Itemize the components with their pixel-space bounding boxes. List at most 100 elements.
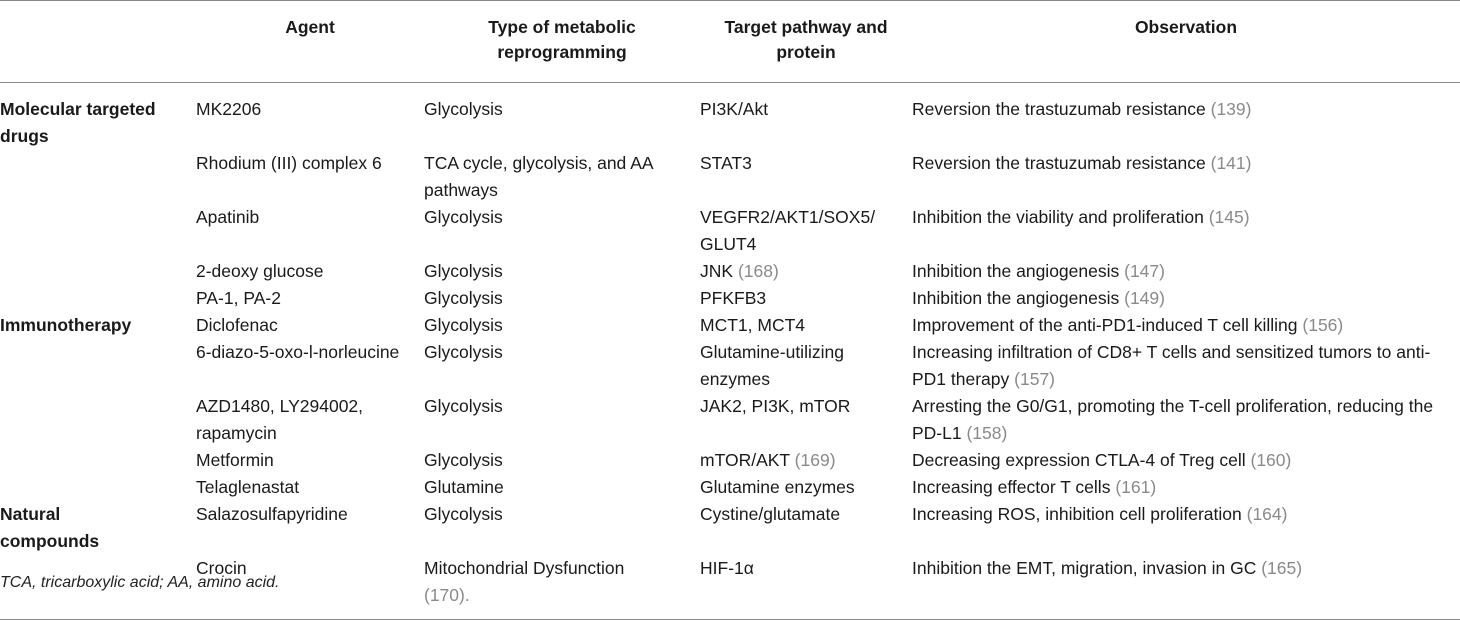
cell-category-text: Molecular targeted drugs xyxy=(0,99,156,146)
cell-type: Glycolysis xyxy=(424,447,700,474)
table-row: AZD1480, LY294002, rapamycin Glycolysis JA… xyxy=(0,393,1460,447)
header-observation: Observation xyxy=(1134,17,1238,37)
cell-observation-text: Increasing ROS, inhibition cell prolifer… xyxy=(912,504,1242,524)
observation-reference-link[interactable]: (158) xyxy=(966,423,1008,443)
observation-reference-link[interactable]: (145) xyxy=(1208,207,1250,227)
observation-reference-link[interactable]: (165) xyxy=(1261,558,1303,578)
cell-type: Glycolysis xyxy=(424,258,700,285)
cell-type-text: Glycolysis xyxy=(424,261,503,281)
cell-type-text: Glycolysis xyxy=(424,342,503,362)
cell-observation-text: Inhibition the angiogenesis xyxy=(912,261,1120,281)
cell-category xyxy=(0,258,196,285)
observation-reference-link[interactable]: (139) xyxy=(1210,99,1252,119)
cell-observation: Increasing infiltration of CD8+ T cells … xyxy=(912,339,1460,393)
cell-agent: Metformin xyxy=(196,447,424,474)
cell-category xyxy=(0,474,196,501)
cell-agent-text: Apatinib xyxy=(196,207,260,227)
cell-observation-text: Inhibition the EMT, migration, invasion … xyxy=(912,558,1257,578)
cell-type-text: Glycolysis xyxy=(424,315,503,335)
cell-type: Glycolysis xyxy=(424,393,700,447)
cell-target-text: JAK2, PI3K, mTOR xyxy=(700,396,851,416)
type-reference-link[interactable]: (170). xyxy=(424,585,470,605)
cell-type-text: Glutamine xyxy=(424,477,504,497)
cell-category-text: Immunotherapy xyxy=(0,315,132,335)
cell-category: Molecular targeted drugs xyxy=(0,83,196,151)
target-reference-link[interactable]: (168) xyxy=(737,261,779,281)
cell-type: Glycolysis xyxy=(424,339,700,393)
cell-agent: MK2206 xyxy=(196,83,424,151)
target-reference-link[interactable]: (169) xyxy=(794,450,836,470)
cell-type-text: Glycolysis xyxy=(424,504,503,524)
cell-category-text: Natural compounds xyxy=(0,504,100,551)
cell-observation-text: Arresting the G0/G1, promoting the T-cel… xyxy=(912,396,1434,443)
cell-type: Glycolysis xyxy=(424,285,700,312)
cell-agent: Salazosulfapyridine xyxy=(196,501,424,555)
cell-agent: PA-1, PA-2 xyxy=(196,285,424,312)
cell-target: PI3K/Akt xyxy=(700,83,912,151)
cell-agent-text: Rhodium (III) complex 6 xyxy=(196,153,382,173)
cell-target: Glutamine-utilizing enzymes xyxy=(700,339,912,393)
cell-observation: Increasing effector T cells (161) xyxy=(912,474,1460,501)
table-row: Rhodium (III) complex 6 TCA cycle, glycol… xyxy=(0,150,1460,204)
cell-observation-text: Inhibition the angiogenesis xyxy=(912,288,1120,308)
cell-agent: Telaglenastat xyxy=(196,474,424,501)
observation-reference-link[interactable]: (156) xyxy=(1302,315,1344,335)
cell-type: Mitochondrial Dysfunction (170). xyxy=(424,555,700,620)
observation-reference-link[interactable]: (157) xyxy=(1014,369,1056,389)
cell-type: Glycolysis xyxy=(424,312,700,339)
cell-type: Glycolysis xyxy=(424,501,700,555)
cell-agent-text: Crocin xyxy=(196,558,247,578)
cell-agent-text: Metformin xyxy=(196,450,274,470)
cell-type-text: Glycolysis xyxy=(424,396,503,416)
header-target-text: Target pathway and protein xyxy=(724,17,888,62)
header-type-text: Type of metabolic reprogramming xyxy=(488,17,636,62)
table-header: Agent Type of metabolic reprogramming Ta… xyxy=(0,0,1460,83)
cell-type-text: Mitochondrial Dysfunction xyxy=(424,558,625,578)
cell-target: JNK (168) xyxy=(700,258,912,285)
cell-target: Cystine/glutamate xyxy=(700,501,912,555)
cell-target: STAT3 xyxy=(700,150,912,204)
cell-target: VEGFR2/AKT1/SOX5/ GLUT4 xyxy=(700,204,912,258)
observation-reference-link[interactable]: (141) xyxy=(1210,153,1252,173)
observation-reference-link[interactable]: (164) xyxy=(1246,504,1288,524)
cell-observation: Increasing ROS, inhibition cell prolifer… xyxy=(912,501,1460,555)
cell-type: Glycolysis xyxy=(424,83,700,151)
cell-observation: Decreasing expression CTLA-4 of Treg cel… xyxy=(912,447,1460,474)
cell-category xyxy=(0,339,196,393)
cell-observation-text: Improvement of the anti-PD1-induced T ce… xyxy=(912,315,1298,335)
cell-agent: AZD1480, LY294002, rapamycin xyxy=(196,393,424,447)
cell-category: Immunotherapy xyxy=(0,312,196,339)
cell-target: JAK2, PI3K, mTOR xyxy=(700,393,912,447)
cell-target-text: HIF-1α xyxy=(700,558,754,578)
cell-agent: Apatinib xyxy=(196,204,424,258)
cell-target-text: STAT3 xyxy=(700,153,752,173)
cell-observation-text: Increasing effector T cells xyxy=(912,477,1111,497)
observation-reference-link[interactable]: (147) xyxy=(1124,261,1165,281)
cell-category xyxy=(0,150,196,204)
observation-reference-link[interactable]: (161) xyxy=(1115,477,1157,497)
cell-observation: Inhibition the angiogenesis (147) xyxy=(912,258,1460,285)
cell-agent-text: AZD1480, LY294002, rapamycin xyxy=(196,396,364,443)
table-footnote: TCA, tricarboxylic acid; AA, amino acid. xyxy=(0,574,280,591)
cell-category: Natural compounds xyxy=(0,501,196,555)
observation-reference-link[interactable]: (149) xyxy=(1124,288,1165,308)
cell-type-text: TCA cycle, glycolysis, and AA pathways xyxy=(424,153,653,200)
cell-target: mTOR/AKT (169) xyxy=(700,447,912,474)
header-target: Target pathway and protein xyxy=(700,1,912,83)
cell-observation: Arresting the G0/G1, promoting the T-cel… xyxy=(912,393,1460,447)
cell-observation: Inhibition the EMT, migration, invasion … xyxy=(912,555,1460,620)
cell-observation-text: Reversion the trastuzumab resistance xyxy=(912,99,1206,119)
header-type: Type of metabolic reprogramming xyxy=(424,1,700,83)
cell-target: PFKFB3 xyxy=(700,285,912,312)
observation-reference-link[interactable]: (160) xyxy=(1250,450,1292,470)
cell-observation: Reversion the trastuzumab resistance (13… xyxy=(912,83,1460,151)
cell-target-text: MCT1, MCT4 xyxy=(700,315,805,335)
header-row: Agent Type of metabolic reprogramming Ta… xyxy=(0,0,1460,83)
cell-target-text: Cystine/glutamate xyxy=(700,504,841,524)
